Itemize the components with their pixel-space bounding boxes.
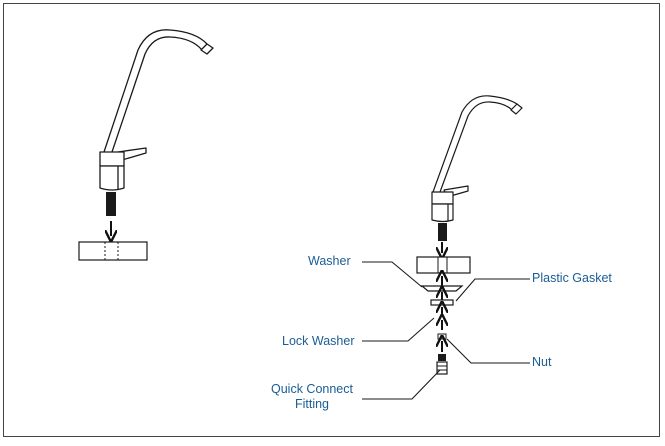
plastic-gasket-part (430, 299, 454, 306)
leader-nut (446, 338, 530, 364)
countertop-right (416, 256, 471, 274)
label-plastic-gasket: Plastic Gasket (532, 271, 612, 285)
nut-part (437, 333, 447, 340)
label-washer: Washer (308, 254, 351, 268)
faucet-left-shank (106, 192, 116, 216)
leader-plastic-gasket (455, 278, 530, 302)
quick-connect-fitting-part (436, 354, 448, 375)
faucet-right (431, 95, 523, 223)
label-quick-connect-line1: Quick Connect (271, 382, 353, 396)
label-quick-connect-line2: Fitting (294, 397, 330, 411)
faucet-right-shank (438, 223, 447, 241)
countertop-left (78, 241, 148, 261)
leader-washer (362, 261, 423, 288)
diagram-frame (3, 3, 660, 437)
leader-lock-washer (362, 317, 435, 342)
label-nut: Nut (532, 355, 552, 369)
label-lock-washer: Lock Washer (282, 334, 355, 348)
faucet-left (99, 29, 214, 191)
washer-part (420, 285, 464, 292)
leader-quick-connect (362, 369, 441, 400)
leader-lines (362, 261, 530, 400)
